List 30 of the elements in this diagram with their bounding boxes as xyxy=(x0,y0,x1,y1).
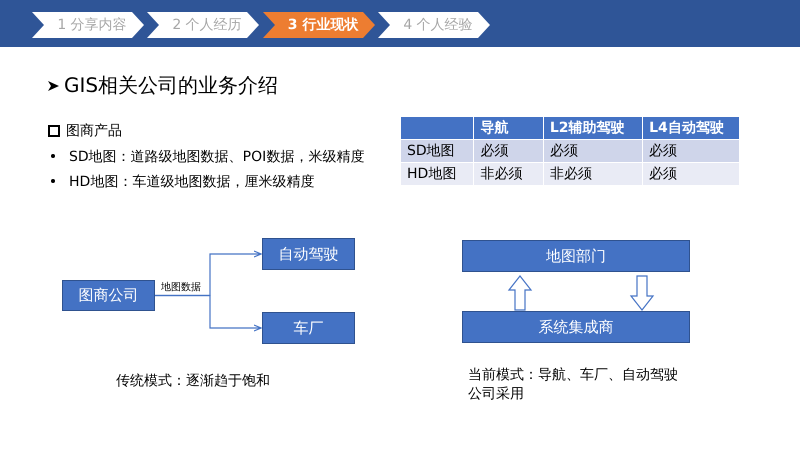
connector-arrow xyxy=(155,294,262,332)
list-item: HD地图：车道级地图数据，厘米级精度 xyxy=(69,174,314,190)
caption-text: 传统模式：逐渐趋于饱和 xyxy=(116,372,270,390)
table-cell: HD地图 xyxy=(400,162,474,186)
table-cell: 必须 xyxy=(474,140,544,162)
title-text: GIS相关公司的业务介绍 xyxy=(64,72,278,99)
nav-tab: 2 个人经历 xyxy=(147,12,259,38)
edge-label: 地图数据 xyxy=(161,282,201,294)
list-heading: 图商产品 xyxy=(66,122,122,140)
process-box: 自动驾驶 xyxy=(262,238,355,270)
nav-tab: 1 分享内容 xyxy=(32,12,144,38)
process-box: 车厂 xyxy=(262,312,355,344)
process-box: 图商公司 xyxy=(62,280,155,311)
block-arrow xyxy=(508,275,532,311)
caption-text: 当前模式：导航、车厂、自动驾驶公司采用 xyxy=(468,366,679,404)
header-cell: L4自动驾驶 xyxy=(642,116,740,140)
table-cell: 必须 xyxy=(543,140,643,162)
table-cell: SD地图 xyxy=(400,140,474,162)
table-cell: 必须 xyxy=(642,140,740,162)
nav-tab: 3 行业现状 xyxy=(263,12,375,38)
nav-tab: 4 个人经验 xyxy=(378,12,490,38)
table-cell: 非必须 xyxy=(543,162,643,186)
block-arrow xyxy=(630,275,654,311)
header-cell: L2辅助驾驶 xyxy=(543,116,643,140)
process-box: 地图部门 xyxy=(462,240,690,272)
table-cell: 必须 xyxy=(642,162,740,186)
header-cell: 导航 xyxy=(474,116,544,140)
process-box: 系统集成商 xyxy=(462,311,690,343)
list-item: SD地图：道路级地图数据、POI数据，米级精度 xyxy=(69,149,364,165)
table-cell: 非必须 xyxy=(474,162,544,186)
